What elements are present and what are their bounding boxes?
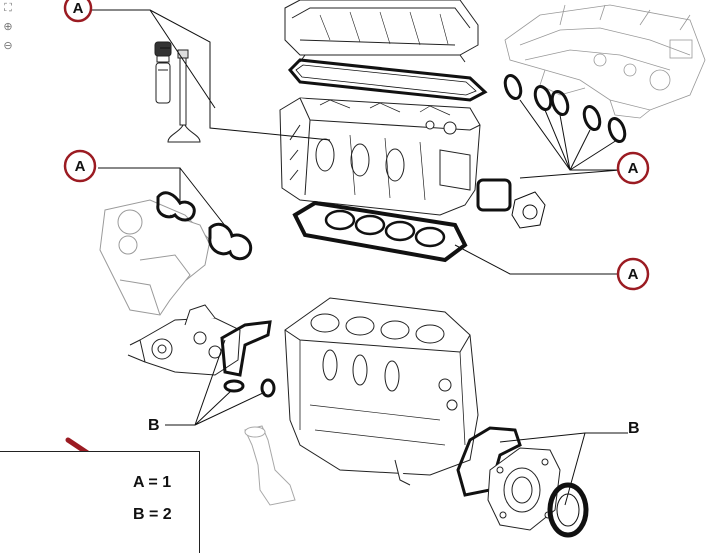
thermostat-housing (476, 178, 546, 229)
engine-block-drawing (284, 297, 479, 486)
zoom-in-icon[interactable]: ⊕ (3, 21, 13, 33)
legend-b: B = 2 (133, 506, 172, 523)
valve-parts (154, 41, 201, 143)
exhaust-gaskets (156, 191, 253, 261)
front-seals (223, 378, 276, 398)
cylinder-head-drawing (279, 97, 481, 216)
callout-a-right-lower[interactable]: A (616, 257, 650, 291)
zoom-out-icon[interactable]: ⊖ (3, 40, 13, 52)
zoom-toolbar: ⛶ ⊕ ⊖ (2, 2, 16, 59)
callout-a-left[interactable]: A (63, 149, 97, 183)
callout-b-left[interactable]: B (148, 417, 160, 434)
rear-seal-gasket (456, 426, 522, 497)
callout-a-right-upper[interactable]: A (616, 151, 650, 185)
svg-text:A: A (628, 160, 639, 177)
head-gasket (292, 200, 468, 263)
rear-seal-retainer (487, 447, 561, 531)
svg-text:A: A (75, 158, 86, 175)
intake-manifold-drawing (504, 4, 706, 119)
callout-b-right[interactable]: B (628, 420, 640, 437)
legend-panel: A = 1 B = 2 (0, 451, 200, 553)
exhaust-manifold-drawing (99, 199, 211, 316)
callout-a-top[interactable]: A (63, 0, 93, 23)
oil-pickup-drawing (244, 425, 296, 506)
leader-lines (92, 9, 628, 506)
svg-text:A: A (73, 0, 84, 17)
oil-pump-drawing (127, 304, 241, 376)
svg-text:A: A (628, 266, 639, 283)
pump-gasket (220, 320, 272, 377)
intake-gaskets (503, 73, 627, 144)
legend-a: A = 1 (133, 474, 172, 491)
fit-icon[interactable]: ⛶ (4, 2, 12, 14)
cam-cover-drawing (284, 0, 479, 63)
cover-gasket (287, 58, 488, 102)
